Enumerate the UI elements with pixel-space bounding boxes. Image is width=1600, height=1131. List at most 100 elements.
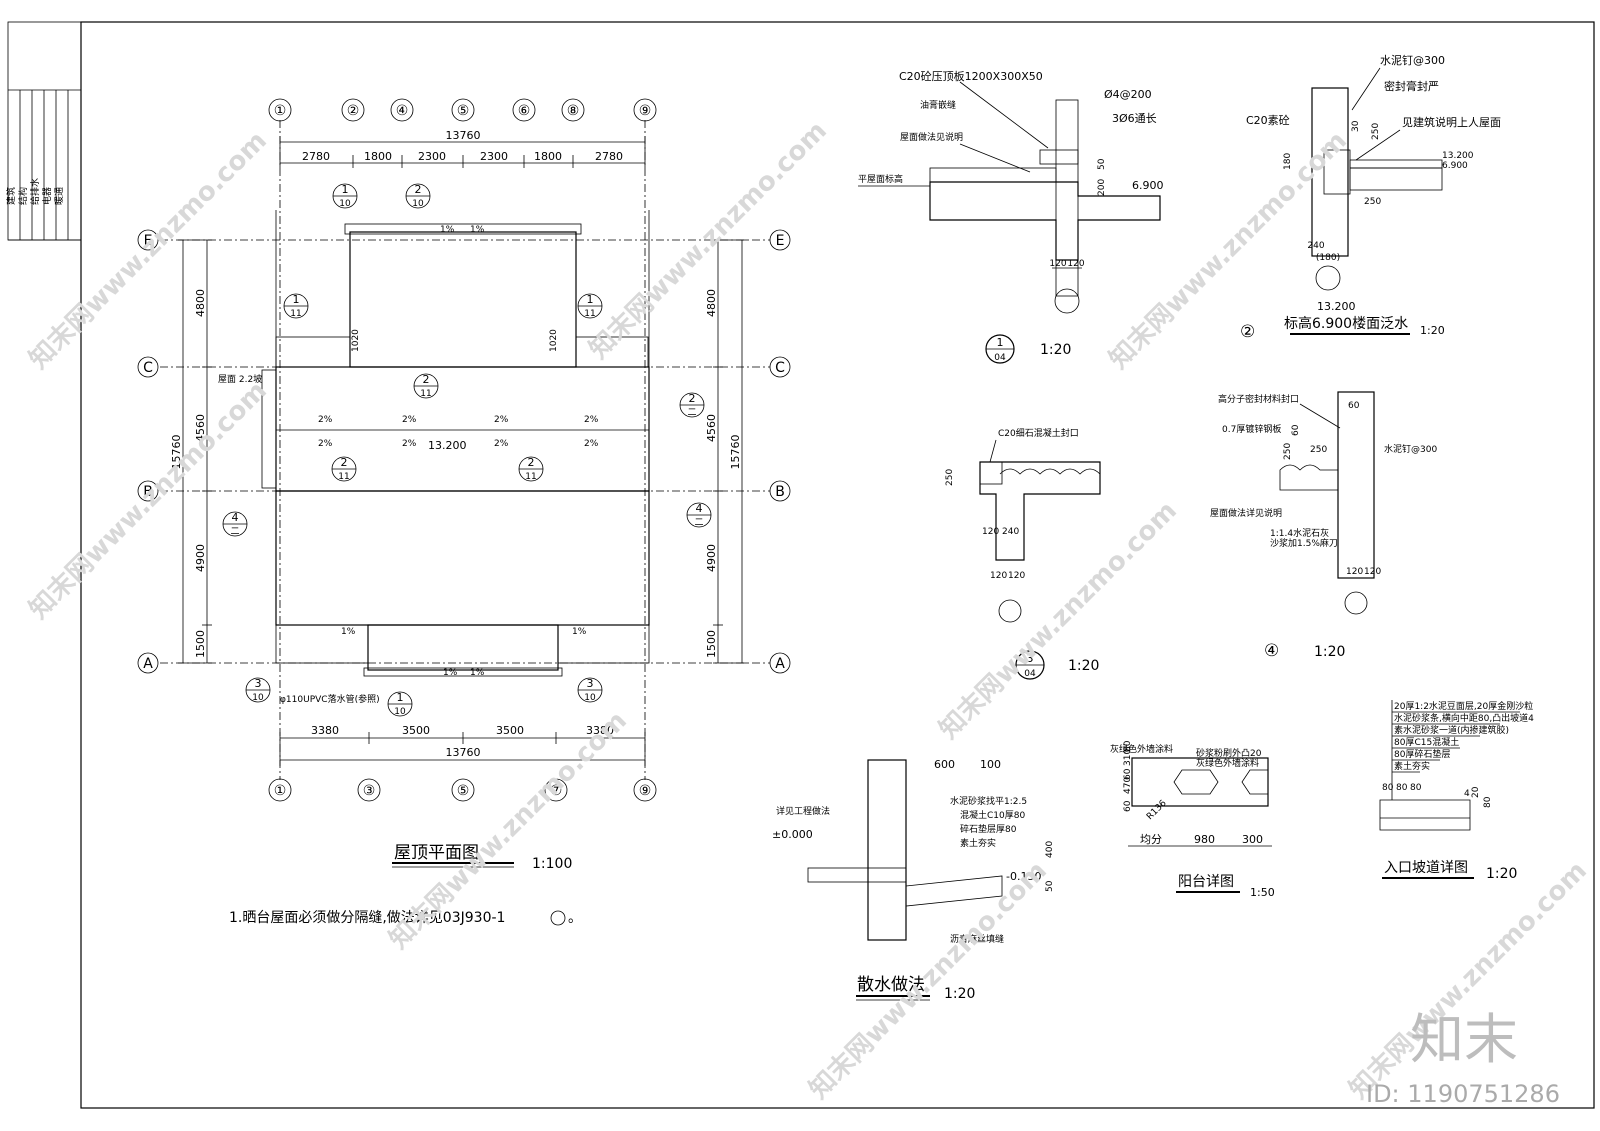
axis-row-right-3: A bbox=[775, 656, 785, 672]
apron-label-5: 沥青麻丝填缝 bbox=[950, 933, 1004, 945]
title-cell-0: 建筑 bbox=[5, 187, 17, 205]
axis-row-left-3: A bbox=[143, 656, 153, 672]
title-block: 建筑 结构 给排水 电器 暖通 bbox=[5, 21, 82, 241]
ramp-dim-2: 80 bbox=[1410, 783, 1422, 793]
slope-mid-3: 2% bbox=[584, 415, 599, 425]
apron-label-4: 素土夯实 bbox=[960, 837, 996, 849]
dim-right-2: 4900 bbox=[705, 544, 718, 572]
d2-dim-5: (180) bbox=[1316, 253, 1340, 263]
d4-label-4: 1:1.4水泥石灰 bbox=[1270, 527, 1329, 539]
slope-mid-4: 2% bbox=[318, 439, 333, 449]
d1-label-4: 屋面做法见说明 bbox=[900, 131, 963, 143]
d2-elev-0: 13.200 bbox=[1442, 151, 1474, 161]
axis-bottom-4: ⑨ bbox=[639, 783, 652, 799]
d4-label-5: 沙浆加1.5%麻刀 bbox=[1270, 537, 1338, 549]
watermark-site-1: 知末网www.znzmo.com bbox=[24, 376, 273, 625]
axis-row-left-0: E bbox=[144, 233, 153, 249]
dim-right-total: 15760 bbox=[729, 435, 742, 470]
row-axis-bubbles: E C B A E C B A bbox=[137, 229, 791, 674]
watermark-site-4: 知末网www.znzmo.com bbox=[934, 496, 1183, 745]
callout-e-sheet: 11 bbox=[420, 389, 431, 399]
axis-top-1: ② bbox=[347, 103, 360, 119]
lower-tile-roof bbox=[275, 490, 650, 626]
balcony-detail: 灰绿色外墙涂料 砂浆粉刷外凸20 灰绿色外墙涂料 60 470 60 310 8… bbox=[1110, 740, 1275, 899]
d3-sheet: 04 bbox=[1024, 669, 1036, 679]
apron-detail: 600 100 详见工程做法 水泥砂浆找平1:2.5 混凝土C10厚80 碎石垫… bbox=[772, 758, 1055, 1002]
ramp-layer-0: 20厚1:2水泥豆面层,20厚金刚沙粒 bbox=[1394, 700, 1533, 712]
d3-dim-1: 120 bbox=[982, 527, 999, 537]
ramp-dim-4: 80 bbox=[1483, 796, 1493, 808]
top-axis-bubbles: ① ② ④ ⑤ ⑥ ⑧ ⑨ bbox=[268, 98, 657, 122]
dim-bottom-total: 13760 bbox=[446, 746, 481, 759]
d4-dim-1: 250 bbox=[1283, 443, 1293, 460]
slope-mid-7: 2% bbox=[584, 439, 599, 449]
dim-bottom-3: 3380 bbox=[586, 724, 614, 737]
d4-label-0: 高分子密封材料封口 bbox=[1218, 393, 1299, 405]
dim-right-3: 1500 bbox=[705, 630, 718, 658]
ramp-scale: 1:20 bbox=[1486, 866, 1517, 882]
balcony-dim-0: 60 bbox=[1123, 800, 1133, 812]
axis-row-left-1: C bbox=[143, 360, 153, 376]
callout-k-num: 3 bbox=[255, 677, 262, 690]
detail-2: 水泥钉@300 密封膏封严 C20素砼 见建筑说明上人屋面 13.200 6.9… bbox=[1240, 54, 1501, 342]
d3-label-0: C20细石混凝土封口 bbox=[998, 427, 1079, 439]
balcony-label-2: 灰绿色外墙涂料 bbox=[1196, 757, 1259, 769]
axis-top-4: ⑥ bbox=[518, 103, 531, 119]
dim-left-total: 15760 bbox=[170, 435, 183, 470]
axis-bottom-1: ③ bbox=[363, 783, 376, 799]
balcony-dim-5: R136 bbox=[1145, 798, 1169, 822]
d1-num: 1 bbox=[997, 336, 1004, 349]
dim-bottom-1: 3500 bbox=[402, 724, 430, 737]
d1-sheet: 04 bbox=[994, 353, 1006, 363]
slope-low-mid-0: 1% bbox=[443, 668, 458, 678]
dim-bottom-2: 3500 bbox=[496, 724, 524, 737]
d1-scale: 1:20 bbox=[1040, 342, 1071, 358]
d4-dim-3: 250 bbox=[1310, 445, 1327, 455]
d4-num: ④ bbox=[1264, 641, 1279, 661]
d1-dim-2: 120 bbox=[1049, 259, 1066, 269]
callout-c-num: 1 bbox=[293, 293, 300, 306]
callout-f-num: 2 bbox=[341, 456, 348, 469]
slope-low-left: 1% bbox=[341, 627, 356, 637]
ramp-layer-5: 素土夯实 bbox=[1394, 760, 1430, 772]
callouts: 1 10 2 10 1 11 1 11 2 11 2 11 2 11 2 二 4… bbox=[222, 183, 712, 717]
ramp-detail: 20厚1:2水泥豆面层,20厚金刚沙粒 水泥砂浆条,横向中距80,凸出坡道4 素… bbox=[1379, 700, 1534, 882]
title-cell-1: 结构 bbox=[17, 187, 29, 205]
dim-top-1: 1800 bbox=[364, 150, 392, 163]
d2-num: ② bbox=[1240, 322, 1255, 342]
dim-left-1: 4560 bbox=[194, 414, 207, 442]
axis-row-right-1: C bbox=[775, 360, 785, 376]
apron-scale: 1:20 bbox=[944, 986, 975, 1002]
dim-right-1: 4560 bbox=[705, 414, 718, 442]
title-cell-4: 暖通 bbox=[53, 187, 65, 205]
apron-label-2: 混凝土C10厚80 bbox=[960, 809, 1025, 821]
axis-top-3: ⑤ bbox=[457, 103, 470, 119]
apron-label-0: 详见工程做法 bbox=[776, 805, 830, 817]
apron-dim-1: 100 bbox=[980, 758, 1001, 771]
watermark-site-5: 知末网www.znzmo.com bbox=[384, 706, 633, 955]
d3-dim-3: 120 bbox=[990, 571, 1007, 581]
detail-4: 高分子密封材料封口 0.7厚镀锌钢板 水泥钉@300 屋面做法详见说明 1:1.… bbox=[1210, 391, 1437, 661]
d2-scale: 1:20 bbox=[1420, 324, 1445, 337]
d4-dim-0: 60 bbox=[1348, 401, 1360, 411]
axis-top-2: ④ bbox=[396, 103, 409, 119]
d2-label-2: C20素砼 bbox=[1246, 114, 1290, 127]
roof-elevation: 13.200 bbox=[428, 439, 467, 452]
roof-plan-note: 1.晒台屋面必须做分隔缝,做法详见03J930-1 bbox=[229, 910, 505, 926]
d1-dim-0: 50 bbox=[1097, 158, 1107, 170]
balcony-dim-7: 980 bbox=[1194, 833, 1215, 846]
side-note: 屋面 2.2坡 bbox=[218, 373, 262, 385]
d4-label-3: 屋面做法详见说明 bbox=[1210, 507, 1282, 519]
callout-c-sheet: 11 bbox=[290, 309, 301, 319]
callout-i-num: 4 bbox=[232, 511, 239, 524]
d2-elev-1: 6.900 bbox=[1442, 161, 1468, 171]
d1-dim-3: 120 bbox=[1067, 259, 1084, 269]
dim-right-0: 4800 bbox=[705, 289, 718, 317]
slope-mid-1: 2% bbox=[402, 415, 417, 425]
d3-dim-4: 120 bbox=[1008, 571, 1025, 581]
roof-plan-scale: 1:100 bbox=[532, 856, 572, 872]
callout-m-num: 1 bbox=[397, 691, 404, 704]
d1-label-5: 平屋面标高 bbox=[858, 173, 903, 185]
dim-1020-right: 1020 bbox=[549, 329, 559, 352]
